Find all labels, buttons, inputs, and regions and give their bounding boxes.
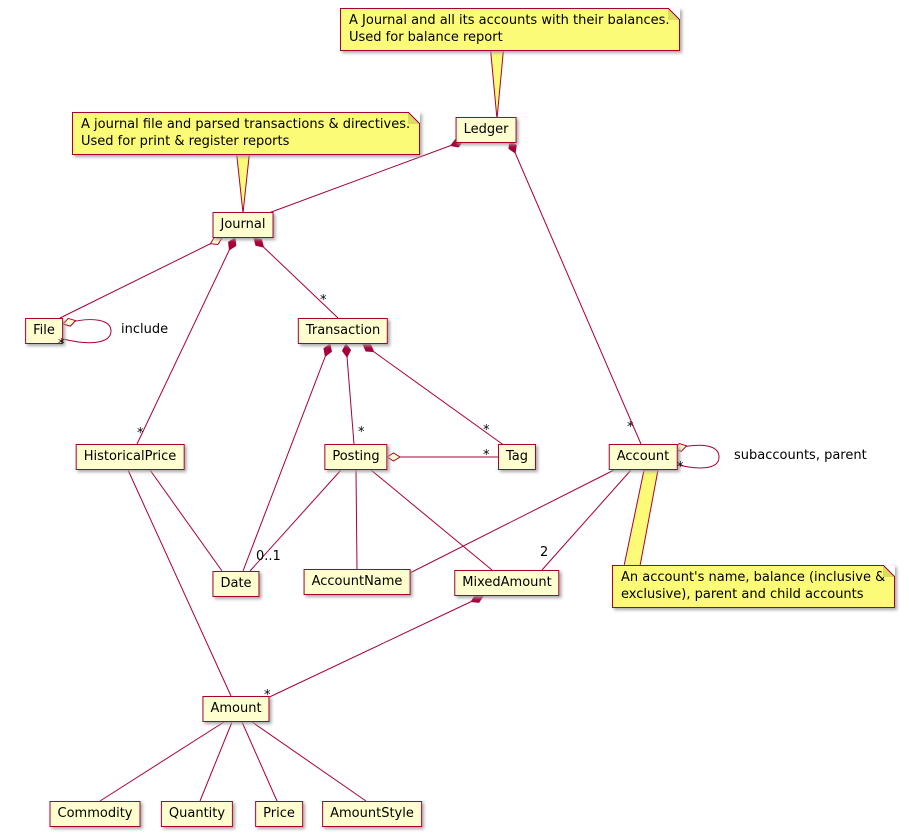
note-account-line2: exclusive), parent and child accounts — [621, 587, 864, 602]
mult-transaction-tag: * — [483, 423, 490, 438]
class-price: Price — [255, 801, 303, 827]
note-journal-line2: Used for print & register reports — [81, 134, 290, 149]
class-historicalprice: HistoricalPrice — [75, 444, 185, 470]
mult-ledger-account: * — [627, 420, 634, 435]
note-ledger: A Journal and all its accounts with thei… — [340, 8, 680, 51]
note-journal-line1: A journal file and parsed transactions &… — [81, 117, 411, 132]
class-posting: Posting — [324, 444, 388, 470]
mult-posting-tag: * — [483, 448, 490, 463]
mult-transaction-posting: * — [358, 425, 365, 440]
class-file: File — [25, 318, 63, 344]
class-mixedamount: MixedAmount — [454, 570, 560, 596]
note-ledger-line2: Used for balance report — [349, 30, 503, 45]
label-include: include — [121, 322, 169, 337]
note-fold-icon — [667, 8, 680, 20]
class-account: Account — [608, 444, 678, 470]
note-fold-icon — [408, 112, 421, 124]
note-journal: A journal file and parsed transactions &… — [72, 112, 421, 155]
class-tag: Tag — [497, 444, 537, 470]
class-date: Date — [212, 571, 260, 597]
note-account-line1: An account's name, balance (inclusive & — [621, 570, 886, 585]
mult-journal-transaction: * — [320, 293, 327, 308]
mult-journal-historicalprice: * — [137, 426, 144, 441]
class-amount: Amount — [202, 696, 270, 722]
note-ledger-line1: A Journal and all its accounts with thei… — [349, 13, 670, 28]
class-journal: Journal — [212, 212, 274, 238]
note-account: An account's name, balance (inclusive & … — [612, 565, 896, 608]
class-accountname: AccountName — [303, 569, 411, 595]
class-transaction: Transaction — [297, 318, 389, 344]
mult-file-include: * — [58, 337, 65, 352]
class-amountstyle: AmountStyle — [322, 801, 422, 827]
mult-mixedamount-amount: * — [264, 688, 271, 703]
mult-account-subaccounts: * — [677, 460, 684, 475]
mult-account-mixedamount: 2 — [540, 545, 549, 560]
mult-posting-date: 0..1 — [256, 549, 281, 564]
class-quantity: Quantity — [160, 801, 234, 827]
class-commodity: Commodity — [49, 801, 141, 827]
note-fold-icon — [883, 565, 896, 577]
class-ledger: Ledger — [455, 117, 517, 143]
label-subaccounts-parent: subaccounts, parent — [734, 448, 867, 463]
